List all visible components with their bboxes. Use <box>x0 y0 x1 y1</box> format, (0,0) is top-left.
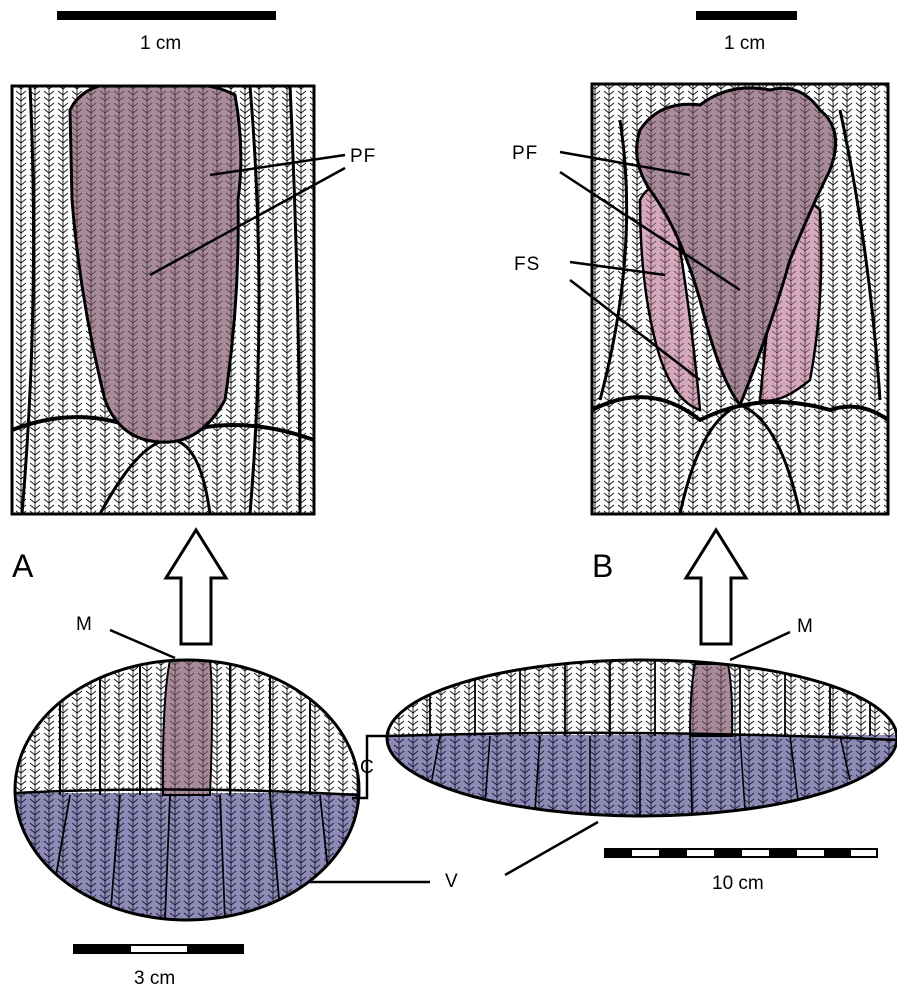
label-c: C <box>360 757 375 779</box>
scale-label-b-detail: 1 cm <box>724 33 765 55</box>
scale-bar-b-detail <box>696 11 797 20</box>
scale-label-a-overview: 3 cm <box>134 968 175 990</box>
panel-letter-b: B <box>592 548 613 585</box>
scale-label-a-detail: 1 cm <box>140 33 181 55</box>
label-m-a: M <box>76 614 93 636</box>
panel-letter-a: A <box>12 548 33 585</box>
scale-bar-a-detail <box>57 11 276 20</box>
scale-bar-a-overview <box>73 944 244 954</box>
arrow-b-icon <box>686 530 746 644</box>
panel-a-detail <box>12 81 314 514</box>
scale-bar-b-overview <box>604 848 878 858</box>
overview-b <box>385 655 897 825</box>
arrow-a-icon <box>166 530 226 644</box>
panel-b-detail <box>592 84 888 514</box>
label-v: V <box>445 871 459 893</box>
label-fs-b: FS <box>514 254 540 276</box>
label-pf-b: PF <box>512 143 538 165</box>
label-pf-a: PF <box>350 146 376 168</box>
scale-label-b-overview: 10 cm <box>712 873 764 895</box>
label-m-b: M <box>797 616 814 638</box>
